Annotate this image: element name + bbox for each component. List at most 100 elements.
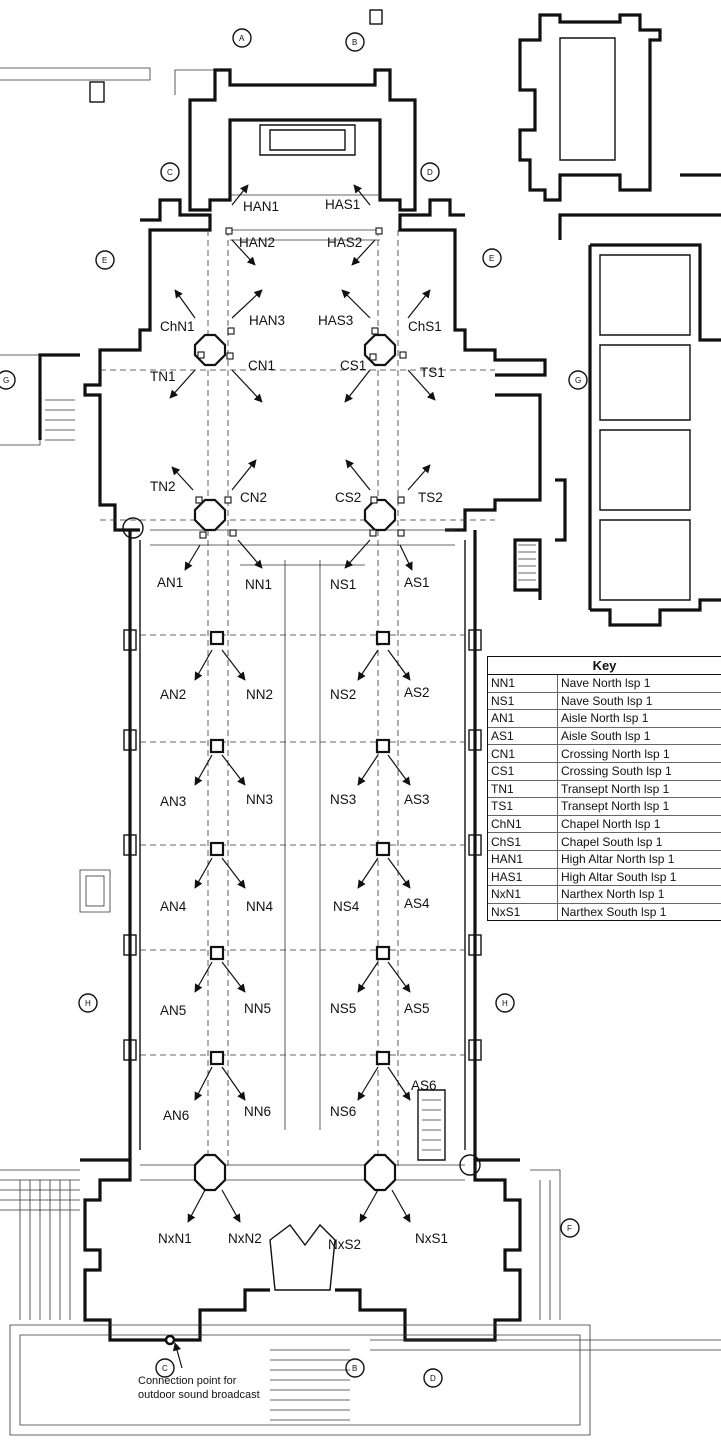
label-as3: AS3: [404, 792, 430, 807]
key-code: TN1: [488, 780, 558, 799]
choir-walls: [188, 68, 417, 241]
church-walls: [0, 198, 721, 1436]
key-description: Nave South lsp 1: [557, 692, 721, 711]
loudspeaker-labels: HAN1 HAS1 HAN2 HAS2 ChN1 HAN3 HAS3 ChS1 …: [150, 197, 448, 1252]
key-description: Transept North lsp 1: [557, 797, 721, 816]
svg-text:F: F: [567, 1224, 572, 1233]
key-description: Chapel South lsp 1: [557, 832, 721, 851]
section-marker-g-right: G: [568, 370, 588, 390]
key-description: Narthex North lsp 1: [557, 885, 721, 904]
label-nxn2: NxN2: [228, 1231, 262, 1246]
label-nn3: NN3: [246, 792, 273, 807]
section-marker-e-left: E: [95, 250, 115, 270]
section-marker-e-right: E: [482, 248, 502, 268]
adjacent-buildings: [513, 13, 721, 627]
svg-text:H: H: [502, 999, 508, 1008]
svg-text:A: A: [239, 34, 245, 43]
svg-text:B: B: [352, 38, 357, 47]
label-cs1: CS1: [340, 358, 366, 373]
label-nxs2: NxS2: [328, 1237, 361, 1252]
key-description: Aisle North lsp 1: [557, 709, 721, 728]
key-description: Transept North lsp 1: [557, 780, 721, 799]
section-markers: A B C D E E G G H H F C B D: [0, 28, 588, 1388]
svg-text:D: D: [430, 1374, 436, 1383]
label-cn1: CN1: [248, 358, 275, 373]
label-nn1: NN1: [245, 577, 272, 592]
label-ts1: TS1: [420, 365, 445, 380]
section-marker-f: F: [560, 1218, 580, 1238]
label-as4: AS4: [404, 896, 430, 911]
label-nxs1: NxS1: [415, 1231, 448, 1246]
key-code: NN1: [488, 675, 558, 693]
label-as6: AS6: [411, 1078, 437, 1093]
key-code: CN1: [488, 744, 558, 763]
label-has1: HAS1: [325, 197, 360, 212]
key-description: High Altar North lsp 1: [557, 850, 721, 869]
label-nxn1: NxN1: [158, 1231, 192, 1246]
section-marker-c: C: [160, 162, 180, 182]
connection-note-line2: outdoor sound broadcast: [138, 1389, 260, 1401]
label-has2: HAS2: [327, 235, 362, 250]
key-description: Crossing North lsp 1: [557, 744, 721, 763]
key-description: High Altar South lsp 1: [557, 868, 721, 887]
key-title: Key: [488, 657, 721, 675]
key-code: AN1: [488, 709, 558, 728]
label-han2: HAN2: [239, 235, 275, 250]
label-nn5: NN5: [244, 1001, 271, 1016]
svg-text:G: G: [3, 376, 9, 385]
section-marker-a: A: [232, 28, 252, 48]
label-ns2: NS2: [330, 687, 356, 702]
label-an5: AN5: [160, 1003, 186, 1018]
key-description: Aisle South lsp 1: [557, 727, 721, 746]
key-description: Crossing South lsp 1: [557, 762, 721, 781]
label-as5: AS5: [404, 1001, 430, 1016]
svg-text:H: H: [85, 999, 91, 1008]
label-ns6: NS6: [330, 1104, 356, 1119]
label-an1: AN1: [157, 575, 183, 590]
svg-text:E: E: [489, 254, 494, 263]
section-marker-d-bottom: D: [423, 1368, 443, 1388]
structural-grid: [100, 230, 495, 1170]
label-ns5: NS5: [330, 1001, 356, 1016]
label-cn2: CN2: [240, 490, 267, 505]
label-tn2: TN2: [150, 479, 176, 494]
label-an6: AN6: [163, 1108, 189, 1123]
label-has3: HAS3: [318, 313, 353, 328]
connection-point-icon: [164, 1334, 176, 1346]
label-an3: AN3: [160, 794, 186, 809]
key-code: NS1: [488, 692, 558, 711]
section-marker-h-left: H: [78, 993, 98, 1013]
key-code: CS1: [488, 762, 558, 781]
section-marker-g-left: G: [0, 370, 16, 390]
section-marker-d: D: [420, 162, 440, 182]
connection-note-line1: Connection point for: [138, 1375, 237, 1387]
svg-text:C: C: [162, 1364, 168, 1373]
label-ns3: NS3: [330, 792, 356, 807]
label-cs2: CS2: [335, 490, 361, 505]
label-an4: AN4: [160, 899, 187, 914]
key-description: Chapel North lsp 1: [557, 815, 721, 834]
key-code: ChS1: [488, 832, 558, 851]
nave-piers: [209, 630, 391, 1066]
key-description: Nave North lsp 1: [557, 675, 721, 693]
svg-text:B: B: [352, 1364, 357, 1373]
crossing-piers: [193, 333, 397, 1192]
label-nn2: NN2: [246, 687, 273, 702]
svg-text:G: G: [575, 376, 581, 385]
key-code: TS1: [488, 797, 558, 816]
label-an2: AN2: [160, 687, 186, 702]
loudspeaker-arrows: [169, 184, 436, 1369]
label-han3: HAN3: [249, 313, 285, 328]
